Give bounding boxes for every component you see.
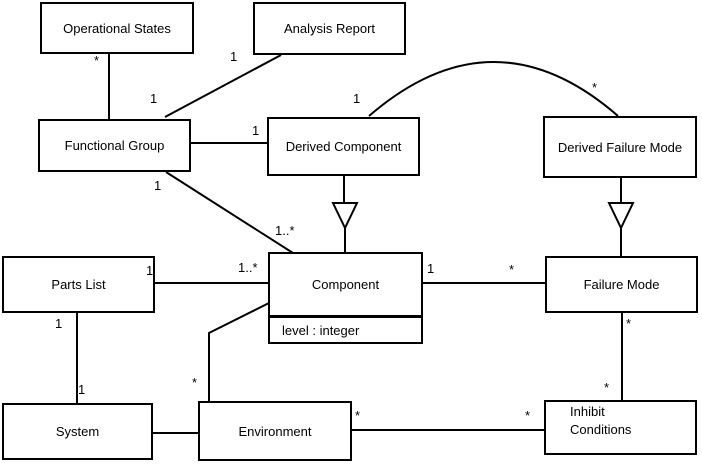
multiplicity-label: 1 (150, 91, 158, 106)
generalization-triangle-icon-derived-failure-mode (607, 202, 635, 231)
class-inhibit-conditions: Inhibit Conditions (544, 400, 697, 455)
class-name: Failure Mode (583, 277, 660, 292)
association-line-component-environment (208, 302, 270, 401)
association-line-functional-group-analysis-report (164, 54, 282, 118)
multiplicity-label: * (604, 380, 610, 395)
multiplicity-label: * (509, 262, 515, 277)
class-name: Operational States (63, 20, 171, 36)
multiplicity-label: 1 (427, 261, 435, 276)
class-system: System (2, 403, 153, 460)
multiplicity-label: * (592, 80, 598, 95)
multiplicity-label: * (94, 53, 100, 68)
class-component: Component level : integer (268, 252, 423, 344)
multiplicity-label: 1 (55, 316, 63, 331)
multiplicity-label: 1 (146, 263, 154, 278)
class-derived-component: Derived Component (267, 117, 420, 176)
class-name-compartment: Component (270, 254, 421, 315)
multiplicity-label: 1 (154, 178, 162, 193)
class-failure-mode: Failure Mode (545, 256, 698, 313)
class-name: Analysis Report (283, 21, 376, 36)
class-name: Derived Failure Mode (557, 139, 683, 155)
class-name: Functional Group (64, 138, 165, 153)
class-name: Environment (238, 423, 312, 439)
class-operational-states: Operational States (40, 2, 194, 54)
class-environment: Environment (198, 401, 352, 461)
generalization-triangle-icon-derived-component (331, 202, 359, 231)
multiplicity-label: 1..* (238, 260, 258, 275)
class-name: Parts List (51, 277, 106, 292)
class-analysis-report: Analysis Report (253, 2, 406, 55)
class-functional-group: Functional Group (38, 119, 191, 172)
class-name-line2: Conditions (570, 422, 632, 437)
multiplicity-label: * (626, 316, 632, 331)
class-attribute: level : integer (282, 322, 360, 338)
association-line-functional-group-component (165, 171, 294, 254)
multiplicity-label: 1 (230, 49, 238, 64)
class-name-line1: Inhibit (570, 404, 605, 419)
multiplicity-label: 1 (78, 382, 86, 397)
multiplicity-label: 1..* (275, 223, 295, 238)
multiplicity-label: * (525, 408, 531, 423)
class-name: System (55, 424, 100, 439)
association-arc-derived-component-derived-failure-mode (368, 61, 619, 117)
multiplicity-label: 1 (353, 91, 361, 106)
class-parts-list: Parts List (2, 256, 155, 313)
multiplicity-label: 1 (252, 123, 260, 138)
multiplicity-label: * (192, 375, 198, 390)
class-name: Derived Component (285, 139, 402, 154)
multiplicity-label: * (355, 408, 361, 423)
class-derived-failure-mode: Derived Failure Mode (543, 116, 697, 178)
class-name: Component (311, 277, 380, 292)
class-attribute-compartment: level : integer (270, 315, 421, 342)
